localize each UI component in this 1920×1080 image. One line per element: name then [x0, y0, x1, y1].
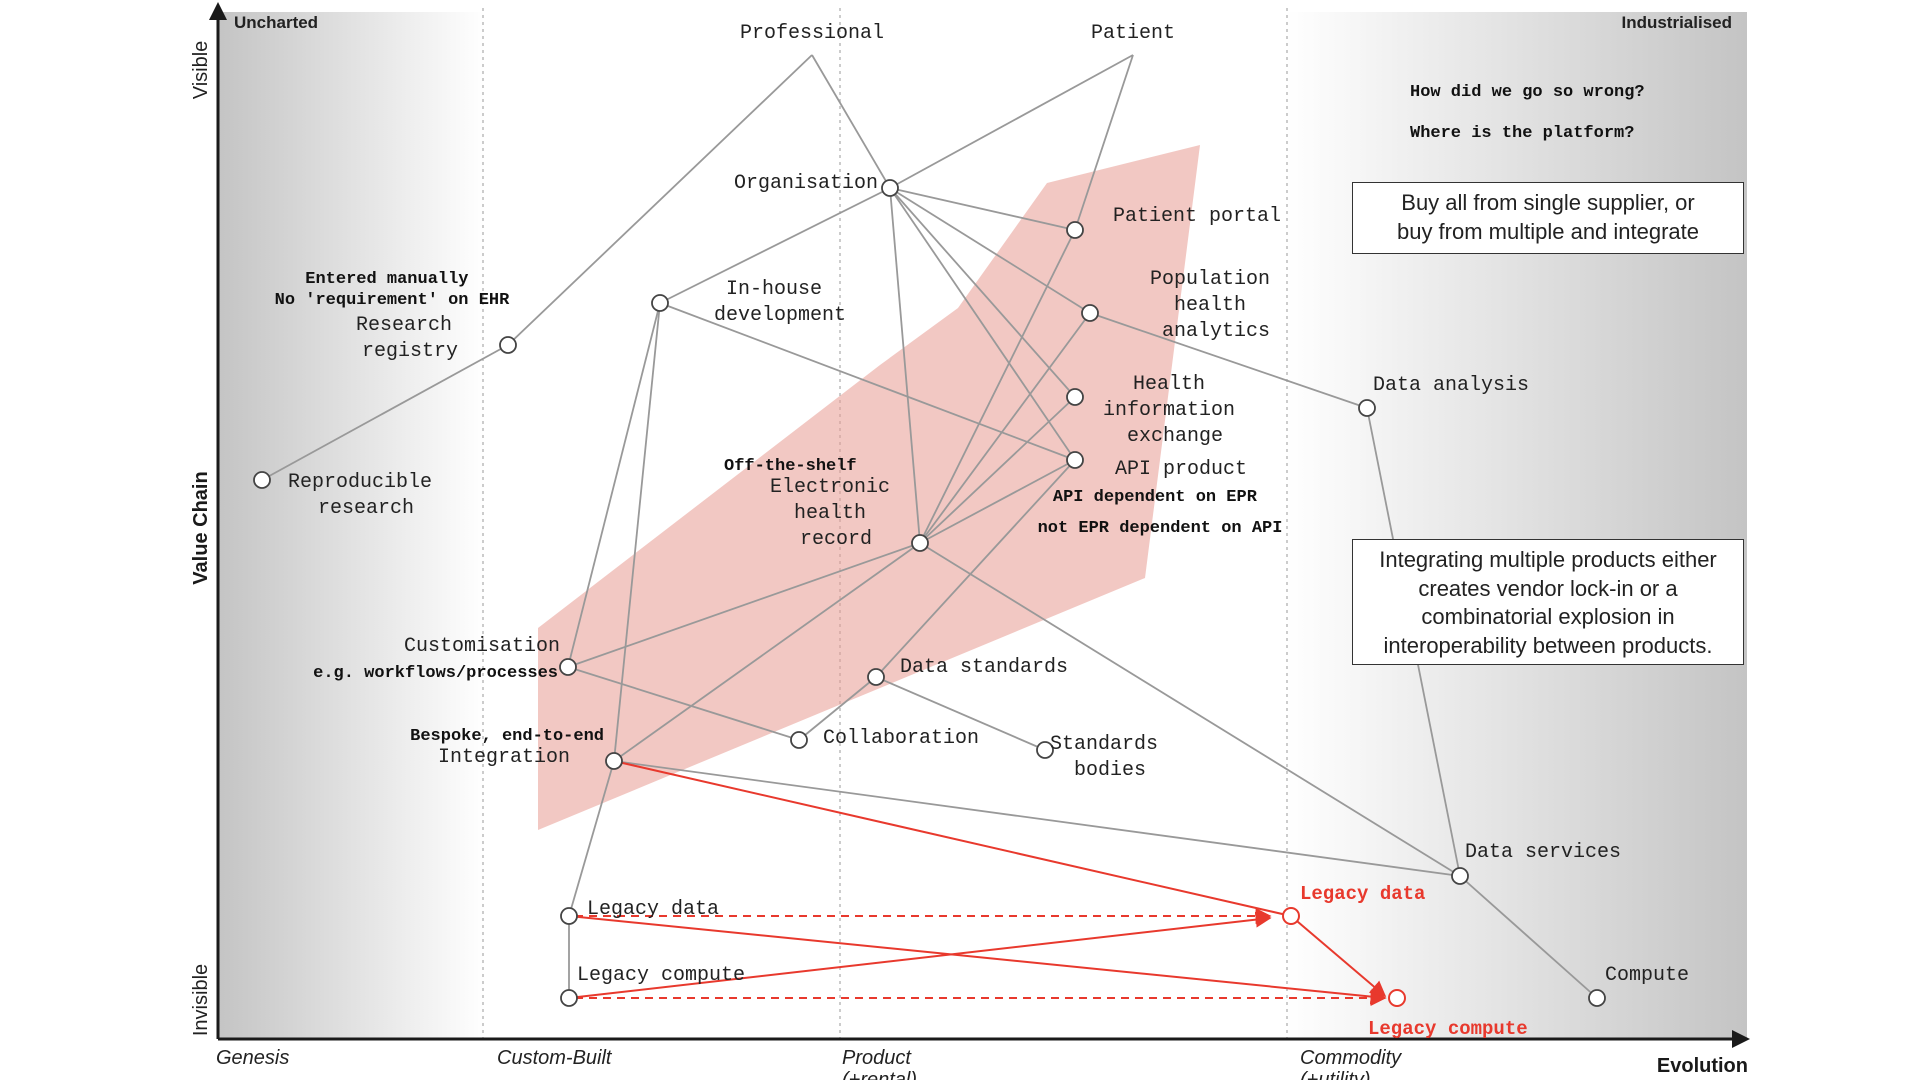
node-compute [1588, 989, 1606, 1007]
question-platform: Where is the platform? [1410, 124, 1634, 143]
label-legacy-compute-new: Legacy compute [1368, 1018, 1528, 1040]
integration-callout-line-1: Integrating multiple products either [1379, 547, 1717, 572]
custom-built-label: Custom-Built [497, 1047, 613, 1069]
node-integration [605, 752, 623, 770]
dependency-lines [261, 54, 1598, 999]
label-research-registry: Research registry [356, 314, 464, 363]
label-customisation: Customisation [404, 635, 560, 658]
label-patient-portal: Patient portal [1113, 205, 1281, 228]
node-legacy-compute-new [1388, 989, 1406, 1007]
node-api-product [1066, 451, 1084, 469]
label-legacy-data-new: Legacy data [1300, 883, 1425, 905]
node-legacy-data-new [1282, 907, 1300, 925]
node-legacy-data [560, 907, 578, 925]
node-legacy-compute [560, 989, 578, 1007]
label-hie: Health information exchange [1103, 373, 1247, 448]
label-reproducible: Reproducible research [288, 471, 444, 520]
integration-callout-line-2: creates vendor lock-in or a [1418, 575, 1678, 601]
evolution-arrows [568, 760, 1387, 1006]
evolution-axis-label: Evolution [1657, 1055, 1748, 1077]
ehr-highlight-region [538, 145, 1200, 830]
label-data-standards: Data standards [900, 656, 1068, 679]
label-ehr: Electronic health record [770, 476, 902, 551]
node-data-services [1451, 867, 1469, 885]
question-wrong: How did we go so wrong? [1410, 83, 1645, 102]
label-patient: Patient [1091, 22, 1175, 45]
label-population: Population health analytics [1150, 268, 1282, 343]
genesis-label: Genesis [216, 1047, 289, 1069]
annotation-workflows: e.g. workflows/processes [313, 664, 558, 683]
node-hie [1066, 388, 1084, 406]
node-organisation [881, 179, 899, 197]
label-collaboration: Collaboration [823, 727, 979, 750]
supplier-callout-line-1: Buy all from single supplier, or [1401, 190, 1695, 215]
node-data-standards [867, 668, 885, 686]
annotation-api-dependency: API dependent on EPR not EPR dependent o… [1038, 488, 1283, 538]
commodity-label: Commodity (+utility) [1300, 1047, 1407, 1080]
label-integration: Integration [438, 746, 570, 769]
label-inhouse: In-house development [714, 278, 846, 327]
label-api-product: API product [1115, 458, 1247, 481]
node-ehr [911, 534, 929, 552]
node-reproducible [253, 471, 271, 489]
label-data-analysis: Data analysis [1373, 374, 1529, 397]
label-professional: Professional [740, 22, 884, 45]
product-label: Product (+rental) [842, 1047, 917, 1080]
annotation-off-the-shelf: Off-the-shelf [724, 457, 857, 476]
label-organisation: Organisation [734, 172, 878, 195]
annotation-bespoke: Bespoke, end-to-end [410, 727, 604, 746]
label-standards-bodies: Standards bodies [1050, 733, 1170, 782]
uncharted-background [218, 12, 485, 1039]
uncharted-label: Uncharted [234, 13, 318, 32]
axes [209, 2, 1750, 1048]
annotation-entered-manually: Entered manually No 'requirement' on EHR [275, 270, 510, 310]
invisible-label: Invisible [190, 964, 212, 1036]
label-legacy-compute: Legacy compute [577, 964, 745, 987]
component-nodes [253, 179, 1606, 1007]
integration-callout-line-3: combinatorial explosion in [1421, 604, 1675, 630]
supplier-callout-line-2: buy from multiple and integrate [1396, 218, 1700, 244]
evolved-nodes [1282, 907, 1406, 1007]
visible-label: Visible [190, 41, 212, 100]
node-standards-bodies [1036, 741, 1054, 759]
label-legacy-data: Legacy data [587, 898, 719, 921]
node-research-registry [499, 336, 517, 354]
node-data-analysis [1358, 399, 1376, 417]
industrialised-label: Industrialised [1621, 13, 1732, 32]
node-customisation [559, 658, 577, 676]
integration-callout: Integrating multiple products either cre… [1352, 539, 1744, 665]
label-data-services: Data services [1465, 841, 1621, 864]
integration-callout-line-4: interoperability between products. [1383, 632, 1713, 658]
node-patient-portal [1066, 221, 1084, 239]
value-chain-label: Value Chain [190, 471, 212, 584]
label-compute: Compute [1605, 964, 1689, 987]
node-inhouse [651, 294, 669, 312]
node-population [1081, 304, 1099, 322]
node-collaboration [790, 731, 808, 749]
supplier-callout: Buy all from single supplier, or buy fro… [1352, 182, 1744, 254]
